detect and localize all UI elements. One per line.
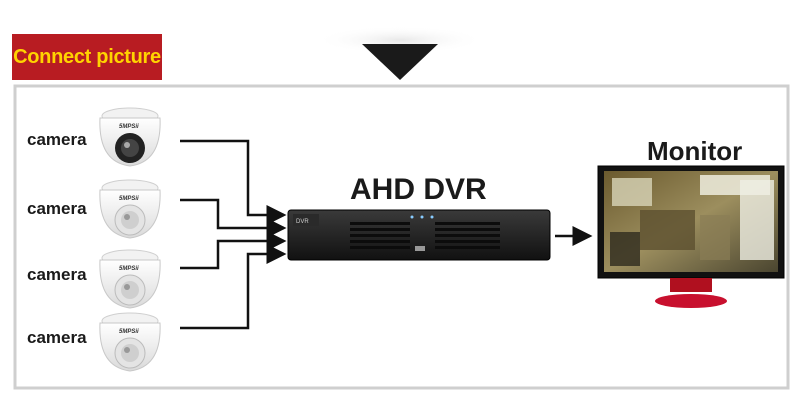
cable-4 [180, 244, 287, 330]
cable-3 [180, 231, 287, 270]
camera-label-2: camera [27, 199, 87, 218]
dvr-device-icon: DVR [287, 209, 551, 261]
camera-brand-4: 5MPSii [119, 329, 139, 335]
camera-label-1: camera [27, 130, 87, 149]
svg-text:DVR: DVR [296, 219, 309, 225]
dome-camera-icon: 5MPSii [99, 249, 161, 309]
dvr-title: AHD DVR [350, 173, 487, 206]
dome-camera-icon: 5MPSii [99, 312, 161, 372]
cable-1 [180, 139, 287, 225]
camera-cables [180, 139, 287, 330]
down-pointer-icon [315, 26, 485, 80]
camera-label-4: camera [27, 328, 87, 347]
cable-2 [180, 198, 287, 238]
monitor-title: Monitor [647, 136, 742, 166]
dome-camera-icon: 5MPSii [99, 107, 161, 167]
camera-brand-3: 5MPSii [119, 266, 139, 272]
camera-brand-2: 5MPSii [119, 196, 139, 202]
badge-title: Connect picture [13, 45, 161, 68]
diagram-frame [13, 84, 790, 390]
camera-brand-1: 5MPSii [119, 124, 139, 130]
connect-picture-badge: Connect picture [12, 34, 162, 80]
camera-label-3: camera [27, 265, 87, 284]
dome-camera-icon: 5MPSii [99, 179, 161, 239]
monitor-icon [597, 165, 785, 308]
